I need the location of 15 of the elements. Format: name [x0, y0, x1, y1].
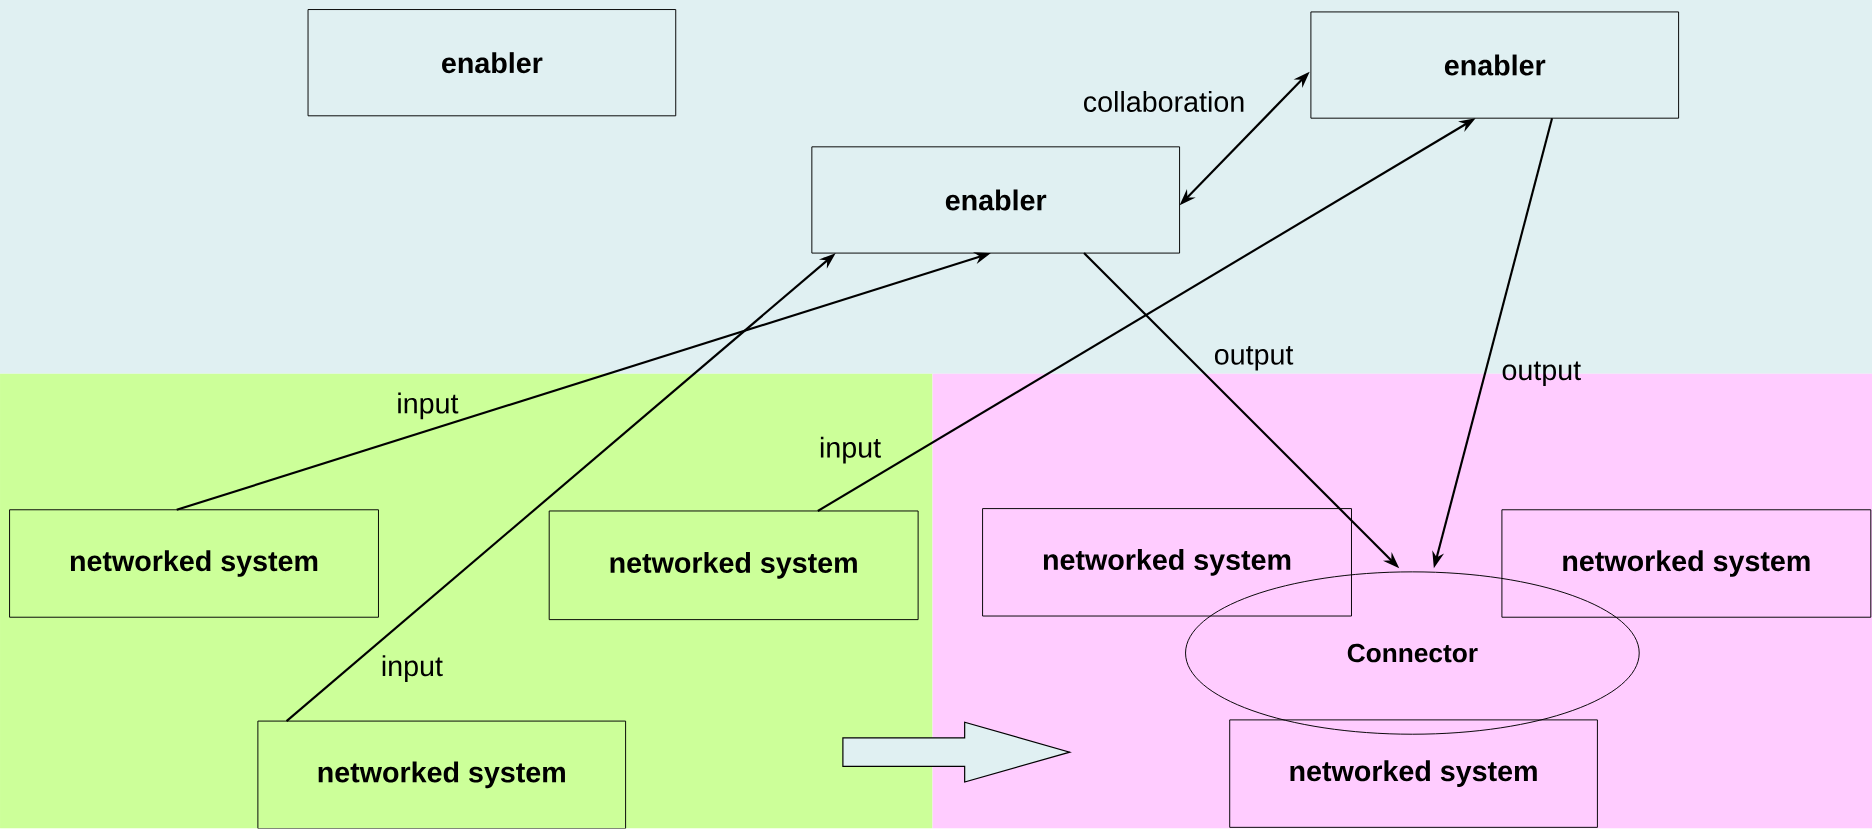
system-box: networked system — [9, 509, 379, 618]
edge-label: input — [820, 437, 881, 464]
edge-label: input — [382, 655, 443, 683]
system-box: networked system — [982, 508, 1352, 617]
system-box: networked system — [257, 720, 627, 829]
edge-label: input — [398, 392, 459, 420]
enabler-box: enabler — [1310, 11, 1680, 119]
system-box: networked system — [548, 510, 919, 621]
edge-label: output — [1214, 346, 1294, 371]
enabler-box: enabler — [307, 9, 677, 117]
edge-label: output — [1502, 361, 1581, 387]
enabler-box: enabler — [811, 146, 1181, 254]
system-box: networked system — [1229, 719, 1598, 829]
edge-label: collaboration — [1084, 91, 1244, 113]
system-box: networked system — [1501, 509, 1872, 618]
